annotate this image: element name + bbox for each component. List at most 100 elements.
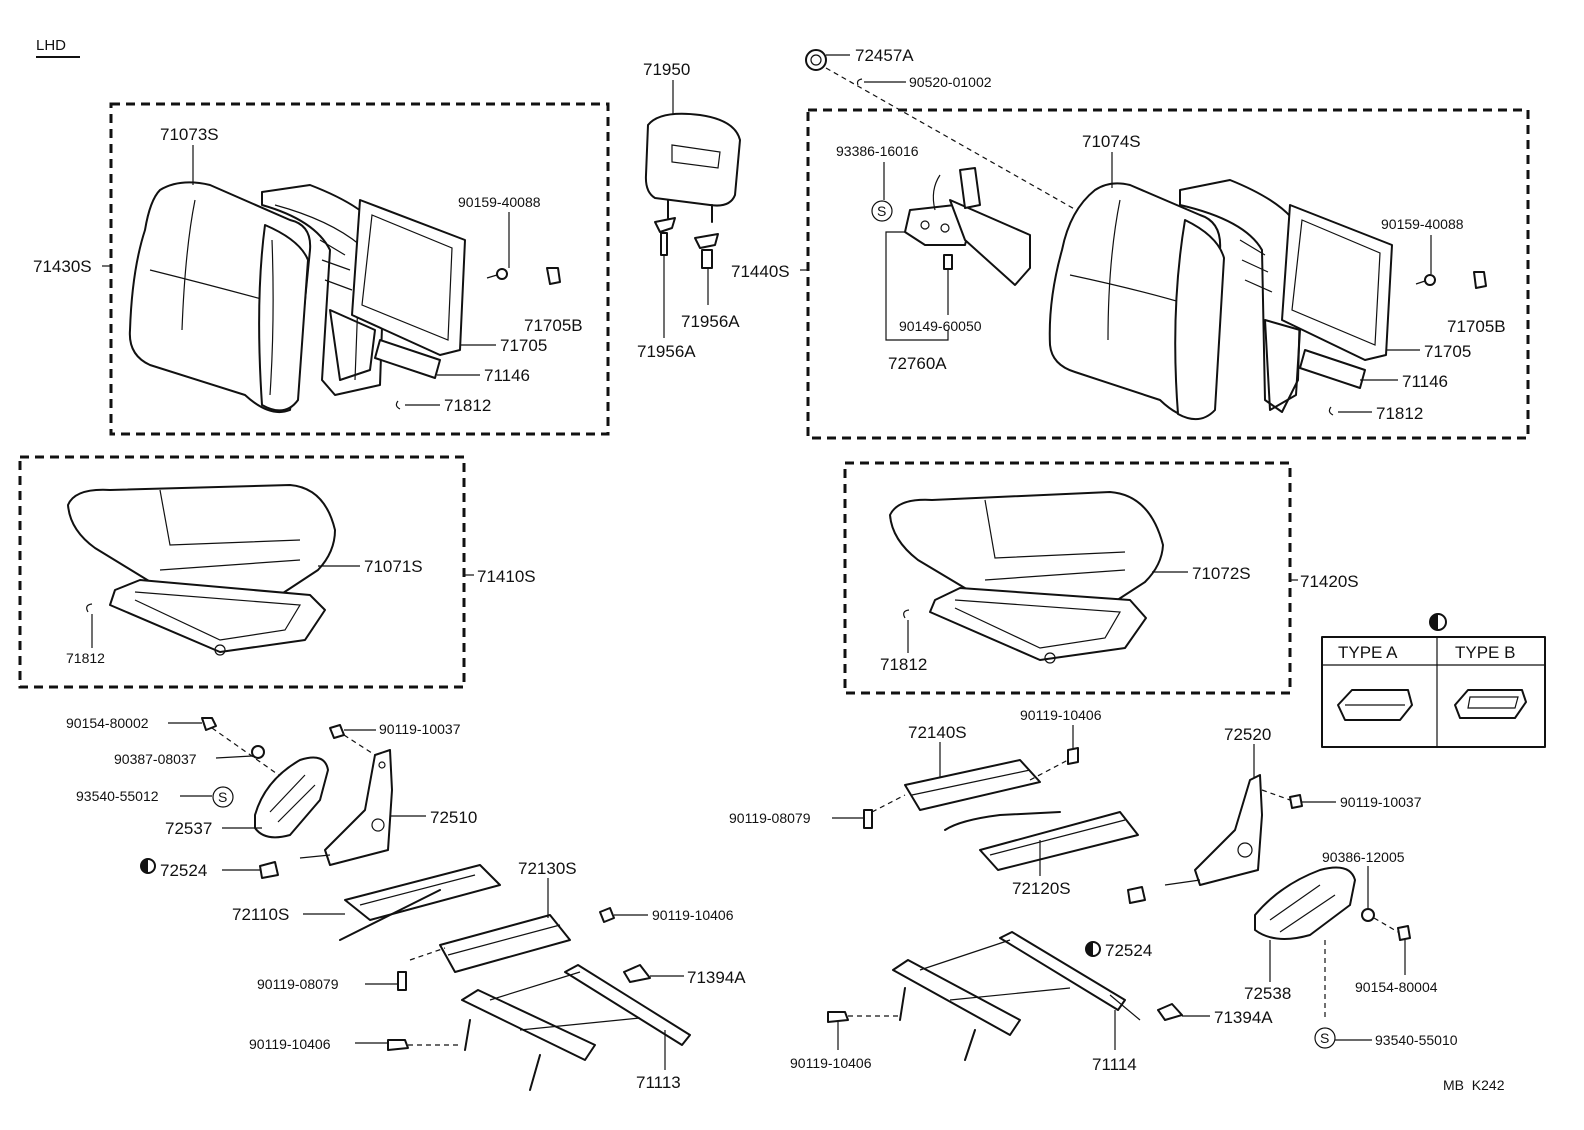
left-adjuster-illustration <box>339 864 501 941</box>
part-label-71956A-b: 71956A <box>681 312 740 331</box>
half-circle-72524-right-icon <box>1085 941 1101 957</box>
part-label-93386-16016: 93386-16016 <box>836 143 919 159</box>
part-label-72760A: 72760A <box>888 354 947 373</box>
part-label-71950: 71950 <box>643 60 690 79</box>
s-mark-93540-55010-text: S <box>1320 1030 1329 1046</box>
left-seatback-screw-illustration <box>486 268 508 280</box>
part-label-72538: 72538 <box>1244 984 1291 1003</box>
part-label-90119-10037-right: 90119-10037 <box>1340 794 1422 810</box>
part-label-90119-10406-left-2: 90119-10406 <box>249 1036 331 1052</box>
left-recliner-cover-illustration <box>254 756 329 839</box>
part-label-71812-right-2: 71812 <box>880 655 927 674</box>
left-seatback-board-illustration <box>351 199 466 356</box>
part-label-71705B-left: 71705B <box>524 316 583 335</box>
part-label-71394A-left: 71394A <box>687 968 746 987</box>
cap-illustration <box>805 49 827 71</box>
right-rail-illustration <box>904 759 1041 811</box>
part-label-72537: 72537 <box>165 819 212 838</box>
s-mark-93386: S <box>871 200 893 222</box>
part-label-93540-55012: 93540-55012 <box>76 788 159 804</box>
bolt-90119-08079-left-illustration <box>397 971 407 991</box>
part-label-90119-10037-left: 90119-10037 <box>379 721 461 737</box>
right-adjuster-illustration <box>944 811 1139 871</box>
part-label-72510: 72510 <box>430 808 477 827</box>
type-a-label: TYPE A <box>1338 643 1398 662</box>
part-label-71956A-a: 71956A <box>637 342 696 361</box>
clip-90520-illustration <box>856 78 863 86</box>
part-label-90119-10406-right-2: 90119-10406 <box>790 1055 872 1071</box>
right-recliner-hinge-illustration <box>1164 774 1263 886</box>
part-label-71812-left-1: 71812 <box>444 396 491 415</box>
left-rail-dash-line <box>409 947 446 961</box>
s-mark-93540-55012: S <box>212 786 234 808</box>
left-rail-illustration <box>439 914 571 973</box>
right-seatback-screw-illustration <box>1415 274 1436 286</box>
part-label-72130S: 72130S <box>518 859 577 878</box>
bolt-90119-10406-right-b-illustration <box>827 1011 849 1023</box>
left-seatback-cover-illustration <box>128 181 312 414</box>
right-recliner-cover-illustration <box>1254 866 1356 940</box>
part-label-93540-55010: 93540-55010 <box>1375 1032 1458 1048</box>
part-label-72520: 72520 <box>1224 725 1271 744</box>
right-seatback-cover-illustration <box>1048 182 1225 421</box>
part-label-90387-08037: 90387-08037 <box>114 751 197 767</box>
right-seatback-group-box <box>806 108 1530 440</box>
part-label-72524-right: 72524 <box>1105 941 1152 960</box>
motor-screw-illustration <box>943 254 953 270</box>
leader-lines <box>91 54 1432 1070</box>
bolt-90154-80004-illustration <box>1397 925 1411 941</box>
left-cushion-hook-illustration <box>86 603 93 613</box>
bolt-90119-10406-left-b-illustration <box>387 1039 409 1051</box>
headrest-support-left-illustration <box>654 217 676 256</box>
bolt-90119-10037-left-illustration <box>329 724 345 739</box>
part-label-90119-10406-right-1: 90119-10406 <box>1020 707 1102 723</box>
part-label-71420S: 71420S <box>1300 572 1359 591</box>
left-base-frame-illustration <box>461 964 691 1091</box>
part-label-90386-12005: 90386-12005 <box>1322 849 1405 865</box>
type-b-label: TYPE B <box>1455 643 1515 662</box>
diagram-code: MB K242 <box>1443 1077 1505 1093</box>
s-mark-93540-55012-text: S <box>218 789 227 805</box>
right-hinge-dash-line <box>1261 789 1291 801</box>
part-label-71705-right: 71705 <box>1424 342 1471 361</box>
left-cushion-group-box <box>18 455 466 689</box>
part-label-71705B-right: 71705B <box>1447 317 1506 336</box>
left-seatback-clip-illustration <box>546 267 561 285</box>
left-knob-illustration <box>259 861 279 879</box>
s-mark-93386-text: S <box>877 203 886 219</box>
recliner-motor-illustration <box>904 167 1031 286</box>
legend-half-circle-fill-icon <box>1430 614 1438 630</box>
part-label-90159-40088-left: 90159-40088 <box>458 194 541 210</box>
part-label-71146-left: 71146 <box>484 366 530 385</box>
right-seatback-frame-illustration <box>1179 179 1303 413</box>
part-label-71074S: 71074S <box>1082 132 1141 151</box>
headrest-illustration <box>644 112 741 223</box>
cap-dash-line <box>825 67 1086 216</box>
clip-71394A-right-illustration <box>1157 1003 1183 1021</box>
part-label-71146-right: 71146 <box>1402 372 1448 391</box>
right-cover-dash-line <box>1373 917 1399 933</box>
part-label-90149-60050: 90149-60050 <box>899 318 982 334</box>
part-label-71440S: 71440S <box>731 262 790 281</box>
part-label-72524-left: 72524 <box>160 861 207 880</box>
left-cushion-illustration <box>67 484 336 656</box>
right-cushion-hook-illustration <box>903 609 910 619</box>
part-label-72457A: 72457A <box>855 46 914 65</box>
part-label-72140S: 72140S <box>908 723 967 742</box>
bolt-90119-10406-left-illustration <box>599 907 615 923</box>
right-seatback-bar-illustration <box>1299 349 1366 389</box>
lhd-label: LHD <box>36 37 66 54</box>
bolt-90119-10406-right-illustration <box>1067 747 1079 765</box>
right-seatback-clip-illustration <box>1473 271 1487 289</box>
right-rail-dash-line-b <box>871 794 906 813</box>
right-base-frame-illustration <box>892 931 1141 1061</box>
right-knob-illustration <box>1127 886 1146 904</box>
type-a-knob-illustration <box>1337 689 1413 721</box>
type-legend: TYPE A TYPE B <box>1321 613 1546 748</box>
washer-90386-12005-illustration <box>1361 908 1375 922</box>
part-label-71071S: 71071S <box>364 557 423 576</box>
left-recliner-hinge-illustration <box>299 749 393 866</box>
bolt-90119-10037-right-illustration <box>1289 794 1303 809</box>
clip-71394A-left-illustration <box>623 964 651 983</box>
